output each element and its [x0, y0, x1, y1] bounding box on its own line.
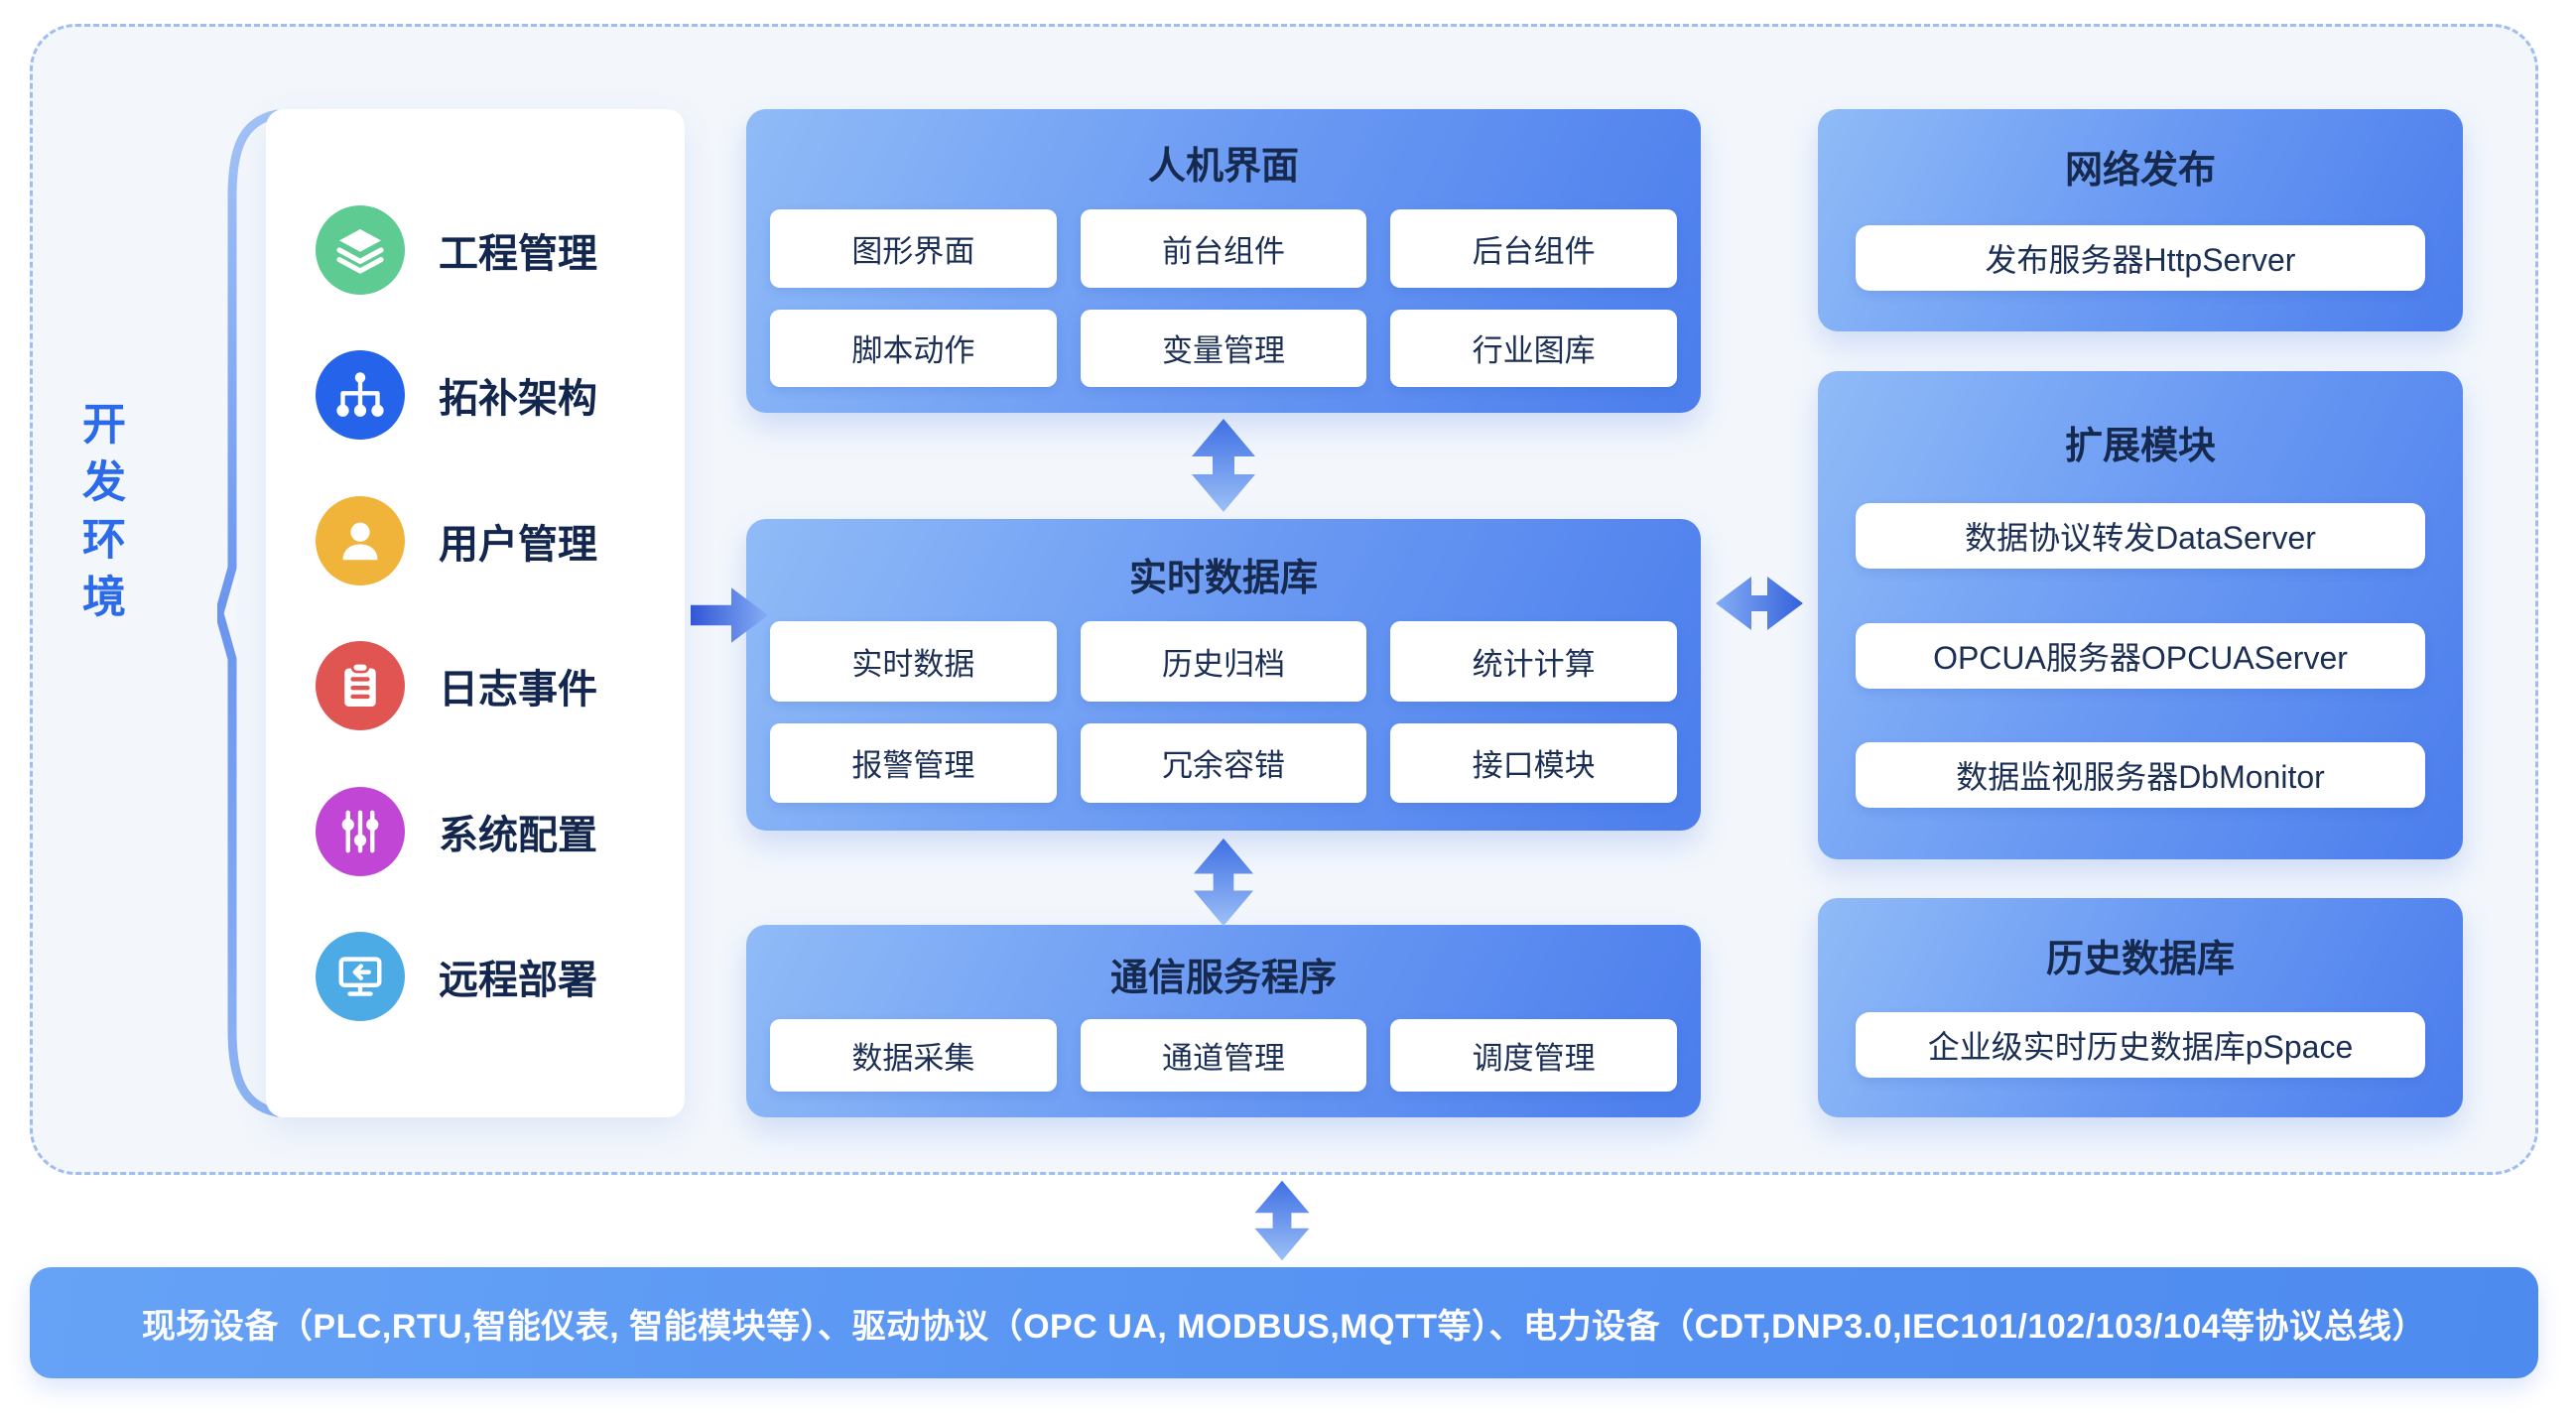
- web-publish-block: 网络发布 发布服务器HttpServer: [1818, 109, 2463, 331]
- rtdb-chip: 冗余容错: [1080, 722, 1367, 803]
- hmi-chip: 后台组件: [1390, 209, 1677, 288]
- extension-pill: OPCUA服务器OPCUAServer: [1856, 622, 2425, 689]
- sidebar-item-label: 工程管理: [439, 231, 597, 276]
- extension-modules-block-title: 扩展模块: [2064, 426, 2216, 467]
- sidebar-item-user-management: 用户管理: [316, 495, 685, 585]
- topology-icon: [316, 350, 405, 441]
- sidebar-item-label: 拓补架构: [439, 377, 597, 422]
- history-db-pills: 企业级实时历史数据库pSpace: [1856, 1004, 2425, 1086]
- sidebar-item-label: 远程部署: [439, 959, 597, 1003]
- realtime-db-block: 实时数据库 实时数据 历史归档 统计计算 报警管理 冗余容错 接口模块: [746, 519, 1701, 831]
- rtdb-chip: 统计计算: [1390, 621, 1677, 702]
- extension-pills: 数据协议转发DataServer OPCUA服务器OPCUAServer 数据监…: [1856, 503, 2425, 808]
- arrow-hmi-rtdb: [1192, 419, 1255, 512]
- arrow-sidebar-to-rtdb: [691, 587, 768, 643]
- hmi-chip: 变量管理: [1080, 309, 1367, 387]
- sliders-icon: [316, 786, 405, 876]
- sidebar-item-remote-deploy: 远程部署: [316, 932, 685, 1022]
- dev-tools-sidebar: 工程管理 拓补架构 用户管理: [266, 109, 685, 1117]
- rtdb-chip: 实时数据: [770, 621, 1057, 702]
- arrow-frame-bus: [1254, 1180, 1310, 1261]
- realtime-db-block-title: 实时数据库: [1128, 558, 1318, 599]
- extension-modules-block: 扩展模块 数据协议转发DataServer OPCUA服务器OPCUAServe…: [1818, 371, 2463, 859]
- device-protocol-bus-text: 现场设备（PLC,RTU,智能仪表, 智能模块等）、驱动协议（OPC UA, M…: [141, 1307, 2427, 1346]
- sidebar-item-label: 日志事件: [439, 668, 597, 712]
- history-db-block: 历史数据库 企业级实时历史数据库pSpace: [1818, 898, 2463, 1117]
- history-db-pill: 企业级实时历史数据库pSpace: [1856, 1012, 2425, 1078]
- sidebar-item-topology: 拓补架构: [316, 350, 685, 441]
- arrow-rtdb-extension: [1716, 577, 1803, 630]
- comm-service-block-title: 通信服务程序: [1109, 958, 1337, 999]
- sidebar-item-label: 用户管理: [439, 522, 597, 567]
- rtdb-chip: 报警管理: [770, 722, 1057, 803]
- sidebar-item-project-management: 工程管理: [316, 204, 685, 295]
- web-publish-pills: 发布服务器HttpServer: [1856, 215, 2425, 300]
- comm-chip: 通道管理: [1080, 1019, 1367, 1092]
- realtime-db-chip-grid: 实时数据 历史归档 统计计算 报警管理 冗余容错 接口模块: [770, 621, 1677, 803]
- layers-icon: [316, 204, 405, 295]
- comm-service-block: 通信服务程序 数据采集 通道管理 调度管理: [746, 925, 1701, 1117]
- hmi-chip-grid: 图形界面 前台组件 后台组件 脚本动作 变量管理 行业图库: [770, 209, 1677, 387]
- hmi-chip: 前台组件: [1080, 209, 1367, 288]
- comm-chip: 调度管理: [1390, 1019, 1677, 1092]
- sidebar-item-label: 系统配置: [439, 813, 597, 857]
- arrow-rtdb-comm: [1193, 838, 1254, 927]
- hmi-chip: 行业图库: [1390, 309, 1677, 387]
- sidebar-item-system-config: 系统配置: [316, 786, 685, 876]
- environment-bracket: [217, 109, 282, 1117]
- hmi-chip: 图形界面: [770, 209, 1057, 288]
- user-icon: [316, 495, 405, 585]
- history-db-block-title: 历史数据库: [2045, 939, 2235, 980]
- hmi-block: 人机界面 图形界面 前台组件 后台组件 脚本动作 变量管理 行业图库: [746, 109, 1701, 413]
- sidebar-item-log-events: 日志事件: [316, 641, 685, 731]
- web-publish-block-title: 网络发布: [2064, 150, 2216, 192]
- rtdb-chip: 历史归档: [1080, 621, 1367, 702]
- hmi-block-title: 人机界面: [1147, 146, 1299, 188]
- web-publish-pill: 发布服务器HttpServer: [1856, 224, 2425, 291]
- dev-environment-label: 开发环境: [75, 401, 124, 631]
- comm-chip: 数据采集: [770, 1019, 1057, 1092]
- extension-pill: 数据监视服务器DbMonitor: [1856, 742, 2425, 808]
- extension-pill: 数据协议转发DataServer: [1856, 503, 2425, 569]
- rtdb-chip: 接口模块: [1390, 722, 1677, 803]
- remote-monitor-icon: [316, 932, 405, 1022]
- device-protocol-bus-bar: 现场设备（PLC,RTU,智能仪表, 智能模块等）、驱动协议（OPC UA, M…: [30, 1267, 2538, 1378]
- comm-chip-grid: 数据采集 通道管理 调度管理: [770, 1019, 1677, 1092]
- clipboard-icon: [316, 641, 405, 731]
- hmi-chip: 脚本动作: [770, 309, 1057, 387]
